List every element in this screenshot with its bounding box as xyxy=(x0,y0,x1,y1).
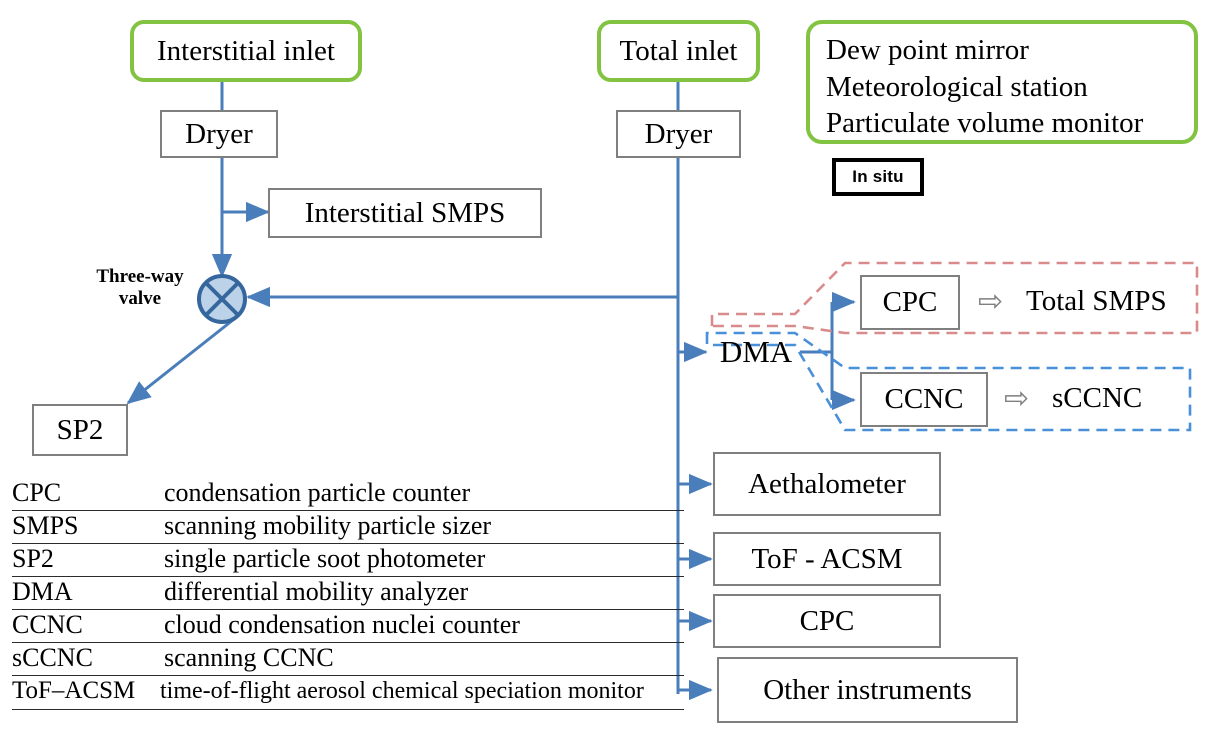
legend-description: differential mobility analyzer xyxy=(164,577,469,606)
in-situ-line-2: Meteorological station xyxy=(826,70,1088,103)
total-inlet-box[interactable]: Total inlet xyxy=(597,20,760,82)
cpc-box[interactable]: CPC xyxy=(860,275,960,330)
in-situ-line-3: Particulate volume monitor xyxy=(826,107,1144,140)
ccnc-label: CCNC xyxy=(884,383,964,416)
legend-row: SP2 single particle soot photometer xyxy=(12,544,684,577)
legend-row: CCNC cloud condensation nuclei counter xyxy=(12,610,684,643)
aethalometer-box[interactable]: Aethalometer xyxy=(713,452,941,516)
wire-valve-to-sp2 xyxy=(126,314,239,405)
other-instruments-box[interactable]: Other instruments xyxy=(717,657,1018,723)
total-dryer-box[interactable]: Dryer xyxy=(616,110,741,158)
interstitial-inlet-label: Interstitial inlet xyxy=(157,34,335,67)
total-dryer-label: Dryer xyxy=(644,117,713,150)
sccnc-label: sCCNC xyxy=(1052,382,1143,414)
legend-row: SMPS scanning mobility particle sizer xyxy=(12,511,684,544)
ccnc-to-sccnc-arrow-icon: ⇨ xyxy=(1004,382,1030,415)
cpc-total-box[interactable]: CPC xyxy=(713,594,941,648)
in-situ-line-1: Dew point mirror xyxy=(826,34,1029,66)
in-situ-tag-label: In situ xyxy=(852,167,904,187)
in-situ-panel[interactable]: Dew point mirror Meteorological station … xyxy=(806,20,1198,144)
sp2-label: SP2 xyxy=(56,413,104,446)
in-situ-tag[interactable]: In situ xyxy=(832,158,924,196)
legend-description: single particle soot photometer xyxy=(164,544,486,573)
legend-abbr: SP2 xyxy=(12,544,54,573)
legend-abbr: ToF–ACSM xyxy=(12,677,136,704)
dma-label: DMA xyxy=(719,334,793,370)
other-instruments-label: Other instruments xyxy=(763,673,972,706)
aethalometer-label: Aethalometer xyxy=(748,467,906,500)
interstitial-smps-box[interactable]: Interstitial SMPS xyxy=(268,188,542,238)
valve-label-line1: Three-way xyxy=(96,266,184,287)
sp2-box[interactable]: SP2 xyxy=(32,404,128,456)
legend-abbr: DMA xyxy=(12,577,73,606)
tof-acsm-label: ToF - ACSM xyxy=(751,542,903,575)
interstitial-smps-label: Interstitial SMPS xyxy=(304,196,506,229)
legend-description: time-of-flight aerosol chemical speciati… xyxy=(160,678,644,704)
three-way-valve-label: Three-way valve xyxy=(80,266,200,310)
legend-row: CPC condensation particle counter xyxy=(12,478,684,511)
cpc-to-total-smps-arrow-icon: ⇨ xyxy=(978,285,1004,318)
legend-row: DMA differential mobility analyzer xyxy=(12,577,684,610)
legend-description: scanning CCNC xyxy=(164,643,334,672)
legend-abbr: CPC xyxy=(12,478,62,507)
legend-row: sCCNC scanning CCNC xyxy=(12,643,684,676)
legend-abbr: CCNC xyxy=(12,610,83,639)
three-way-valve-icon[interactable] xyxy=(197,274,247,324)
dma-node[interactable]: DMA xyxy=(710,330,802,375)
cpc-total-label: CPC xyxy=(799,604,855,637)
tof-acsm-box[interactable]: ToF - ACSM xyxy=(713,532,941,586)
ccnc-box[interactable]: CCNC xyxy=(860,372,988,427)
interstitial-dryer-label: Dryer xyxy=(185,117,253,150)
region-sccnc-outline xyxy=(705,331,1192,432)
interstitial-inlet-box[interactable]: Interstitial inlet xyxy=(130,20,362,82)
legend-description: cloud condensation nuclei counter xyxy=(164,610,520,639)
legend-description: condensation particle counter xyxy=(164,478,471,507)
region-total-smps-outline xyxy=(710,261,1199,335)
total-smps-label: Total SMPS xyxy=(1026,285,1167,317)
total-inlet-label: Total inlet xyxy=(619,34,738,67)
interstitial-dryer-box[interactable]: Dryer xyxy=(160,110,278,158)
legend-row: ToF–ACSM time-of-flight aerosol chemical … xyxy=(12,676,684,710)
valve-label-line2: valve xyxy=(118,287,162,309)
legend-abbr: SMPS xyxy=(12,511,79,540)
legend-abbr: sCCNC xyxy=(12,643,93,672)
cpc-label: CPC xyxy=(882,286,938,319)
legend-description: scanning mobility particle sizer xyxy=(164,511,492,540)
